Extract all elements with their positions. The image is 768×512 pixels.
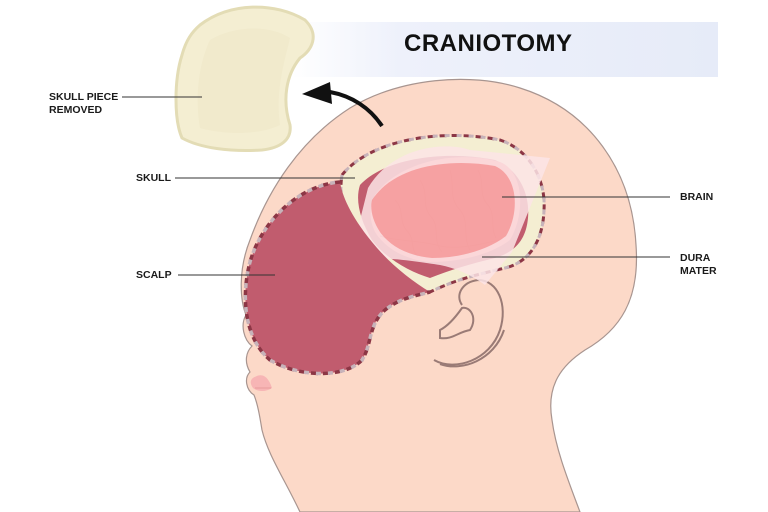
scalp-flap xyxy=(245,182,430,374)
removed-skull-piece xyxy=(174,5,315,152)
label-brain: BRAIN xyxy=(680,191,714,203)
title-banner xyxy=(292,22,718,77)
removal-arrow-icon xyxy=(302,82,384,128)
label-line-2: MATER xyxy=(680,265,717,277)
label-scalp: SCALP xyxy=(136,269,172,281)
lips xyxy=(250,375,272,391)
label-skull: SKULL xyxy=(136,172,171,184)
label-line-1: DURA xyxy=(680,252,711,264)
leader-lines xyxy=(122,96,670,276)
label-dura-mater: DURA MATER xyxy=(680,252,717,278)
page-title: CRANIOTOMY xyxy=(404,30,573,57)
label-line-2: REMOVED xyxy=(49,104,103,116)
label-line-1: SKULL PIECE xyxy=(49,91,119,103)
ear xyxy=(433,278,505,368)
label-skull-piece-removed: SKULL PIECE REMOVED xyxy=(49,91,118,117)
